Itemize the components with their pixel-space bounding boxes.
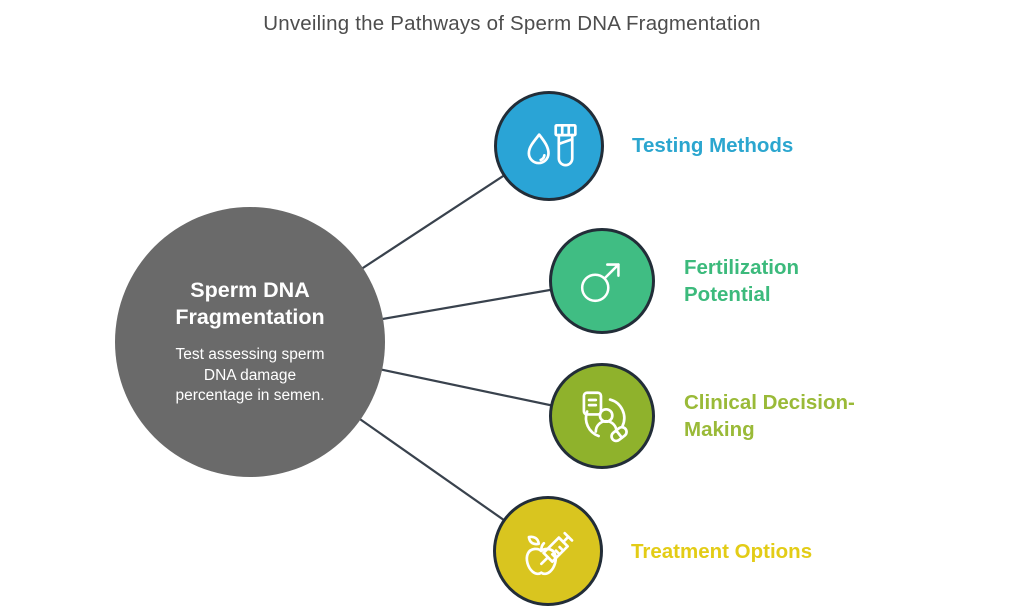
label-fertilization-potential: Fertilization Potential: [684, 256, 800, 306]
label-treatment-options: Treatment Options: [631, 540, 813, 563]
patient-record-and-pill-icon: [582, 391, 628, 443]
node-clinical-decision-making: [549, 363, 655, 469]
central-node-description: Test assessing sperm DNA damage percenta…: [175, 346, 325, 405]
central-node-title: Sperm DNA Fragmentation: [175, 278, 325, 330]
apple-with-syringe-icon: [525, 531, 574, 576]
male-symbol-icon: [580, 263, 620, 303]
droplet-and-test-tube-icon: [527, 123, 577, 167]
central-node: Sperm DNA Fragmentation Test assessing s…: [115, 207, 385, 477]
page-title: Unveiling the Pathways of Sperm DNA Frag…: [263, 12, 761, 35]
node-treatment-options: [493, 496, 603, 606]
label-clinical-decision-making: Clinical Decision-Making: [684, 391, 855, 441]
label-testing-methods: Testing Methods: [632, 134, 794, 157]
node-testing-methods: [494, 91, 604, 201]
node-fertilization-potential: [549, 228, 655, 334]
